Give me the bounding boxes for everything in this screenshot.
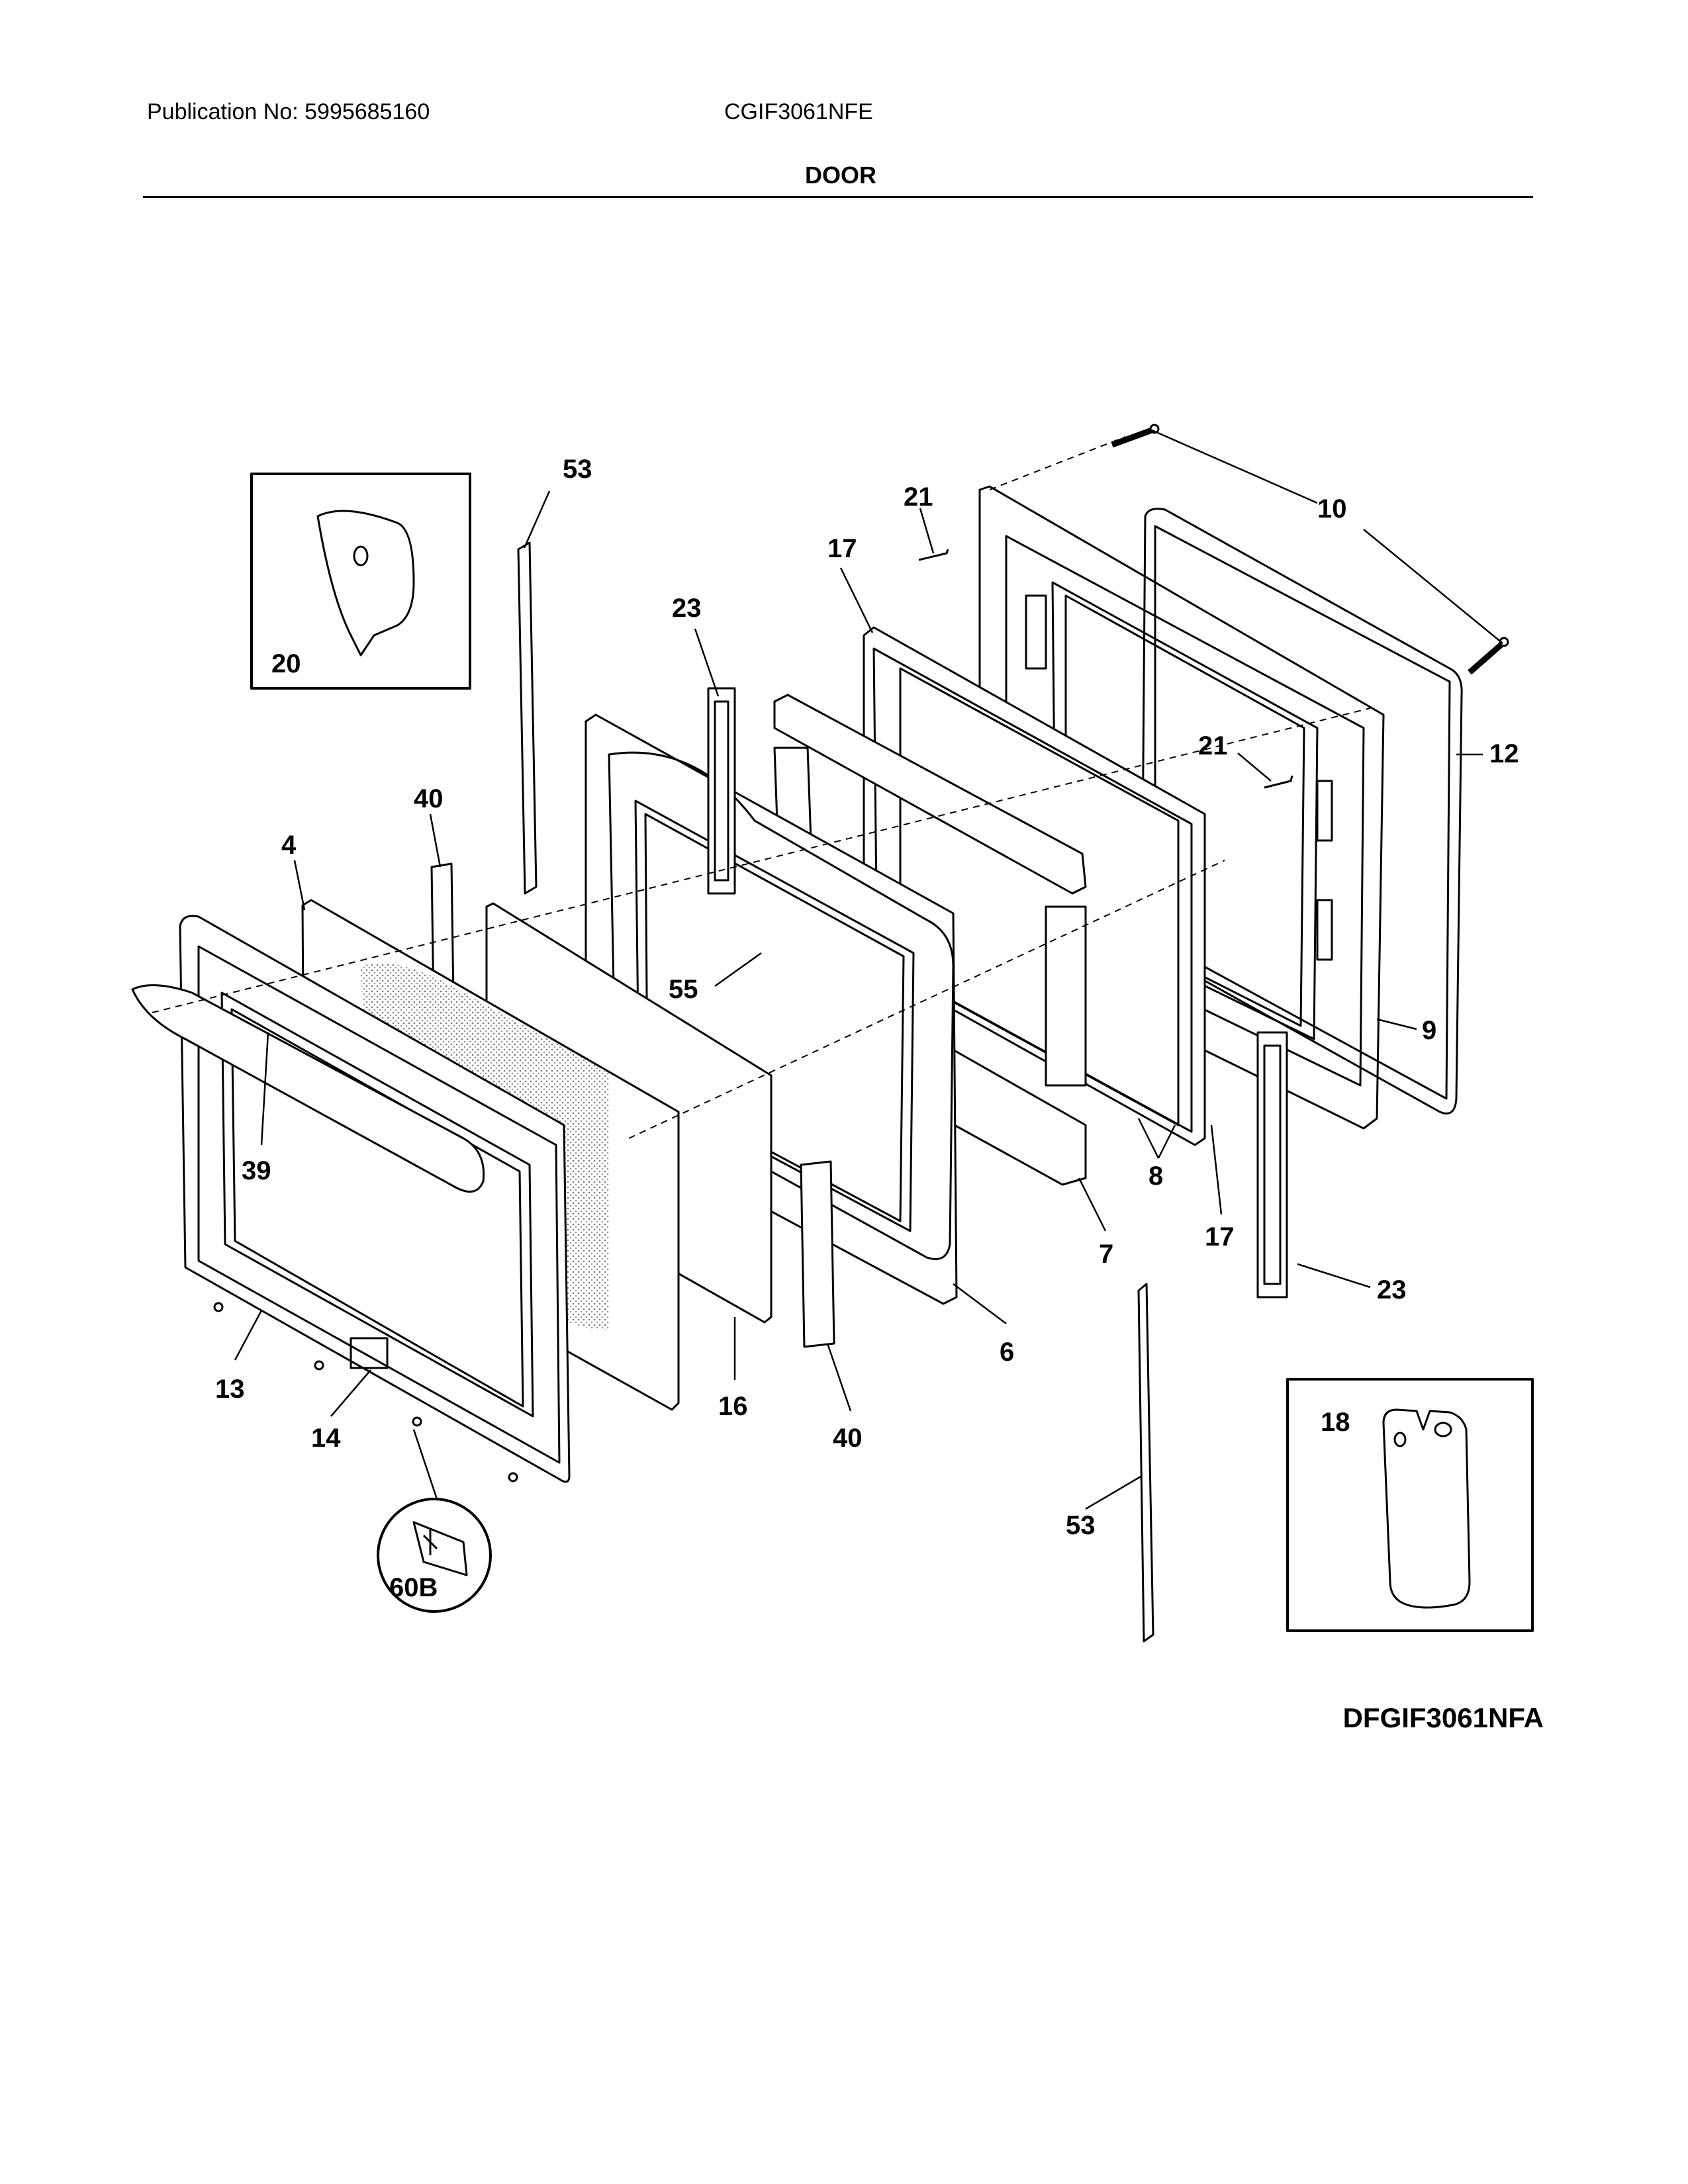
alignment-lines bbox=[152, 436, 1371, 1139]
callout-10: 10 bbox=[1317, 494, 1347, 523]
callout-16: 16 bbox=[718, 1392, 748, 1421]
callout-12: 12 bbox=[1489, 739, 1519, 768]
inset-box-20 bbox=[250, 473, 471, 690]
callout-53-top: 53 bbox=[563, 455, 592, 484]
section-title: DOOR bbox=[805, 161, 876, 189]
callout-21-mid: 21 bbox=[1198, 731, 1228, 760]
callout-23-top: 23 bbox=[672, 594, 702, 623]
bracket-40-bot bbox=[800, 1160, 835, 1348]
callout-6: 6 bbox=[1000, 1338, 1014, 1367]
callout-8: 8 bbox=[1149, 1161, 1163, 1191]
screw-10-top bbox=[1111, 424, 1160, 448]
callout-13: 13 bbox=[215, 1375, 245, 1404]
callout-17-bot: 17 bbox=[1205, 1222, 1235, 1251]
callout-23-bot: 23 bbox=[1377, 1275, 1407, 1304]
callout-labels: 53 21 10 17 23 20 21 12 40 4 55 9 39 8 1… bbox=[215, 455, 1519, 1602]
callout-55: 55 bbox=[669, 975, 698, 1004]
clip-21-mid bbox=[1264, 775, 1293, 789]
channel-53-top bbox=[517, 541, 538, 895]
inset-box-18 bbox=[1286, 1378, 1534, 1632]
callout-14: 14 bbox=[311, 1424, 341, 1453]
callout-17-top: 17 bbox=[827, 534, 857, 563]
clip-21-top bbox=[918, 549, 949, 561]
door-screws bbox=[213, 1302, 518, 1482]
channel-53-bot bbox=[1137, 1283, 1154, 1643]
header-rule bbox=[143, 196, 1533, 198]
model-number: CGIF3061NFE bbox=[724, 99, 873, 124]
callout-7: 7 bbox=[1099, 1240, 1113, 1269]
screw-detail-60b bbox=[377, 1498, 492, 1613]
callout-18: 18 bbox=[1321, 1408, 1350, 1437]
callout-53-bot: 53 bbox=[1066, 1511, 1096, 1540]
callout-20: 20 bbox=[271, 649, 301, 678]
callout-60b: 60B bbox=[389, 1573, 438, 1602]
hinge-23-bot bbox=[1256, 1031, 1288, 1298]
handle-39 bbox=[131, 984, 485, 1193]
callout-39: 39 bbox=[242, 1156, 271, 1185]
leader-lines bbox=[234, 429, 1503, 1510]
publication-number: Publication No: 5995685160 bbox=[147, 99, 430, 124]
hinge-23-top bbox=[707, 687, 736, 895]
callout-40-top: 40 bbox=[414, 784, 444, 813]
diagram-code: DFGIF3061NFA bbox=[1342, 1702, 1544, 1733]
callout-4: 4 bbox=[281, 831, 297, 860]
callout-9: 9 bbox=[1422, 1016, 1436, 1045]
callout-21-top: 21 bbox=[904, 482, 933, 512]
callout-40-bot: 40 bbox=[833, 1424, 863, 1453]
